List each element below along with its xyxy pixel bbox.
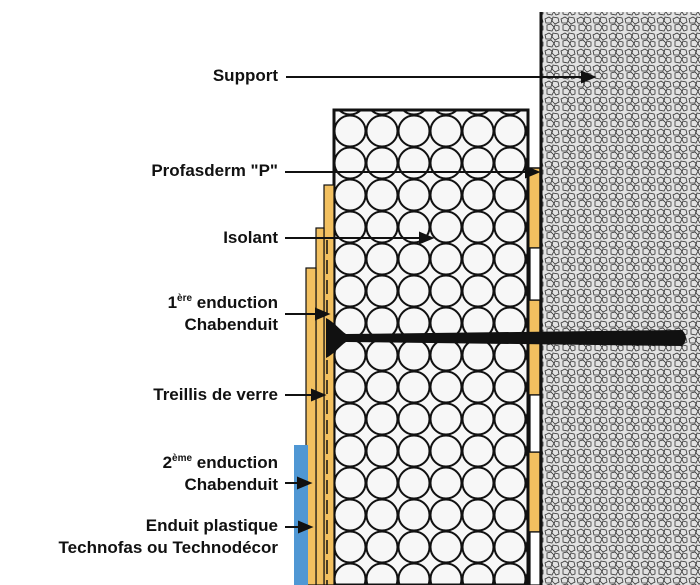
label-isolant: Isolant bbox=[223, 228, 278, 247]
insulation-board bbox=[334, 110, 528, 585]
finish-render-layer bbox=[305, 267, 317, 585]
first-coat-layer bbox=[323, 184, 335, 585]
label-second-coat: 2ème enduction Chabenduit bbox=[163, 452, 278, 496]
label-support: Support bbox=[212, 66, 278, 85]
label-finish-render-line1: Enduit plastique bbox=[145, 516, 278, 535]
profasderm-strips bbox=[527, 167, 541, 533]
label-second-coat-line2: Chabenduit bbox=[184, 475, 279, 494]
label-finish-render-line2: Technofas ou Technodécor bbox=[58, 538, 278, 557]
label-profasderm: Profasderm "P" bbox=[151, 161, 278, 180]
second-coat-layer bbox=[315, 227, 325, 585]
label-first-coat: 1ère enduction Chabenduit bbox=[168, 292, 278, 336]
label-second-coat-line1: 2ème enduction bbox=[162, 453, 278, 472]
finish-render-blue bbox=[294, 445, 308, 585]
support-wall bbox=[540, 12, 700, 585]
label-first-coat-line2: Chabenduit bbox=[184, 315, 279, 334]
profasderm-gaps bbox=[529, 247, 541, 585]
anchor-dowel bbox=[326, 318, 686, 358]
leader-lines bbox=[285, 70, 597, 534]
label-treillis: Treillis de verre bbox=[153, 385, 278, 404]
label-finish-render: Enduit plastique Technofas ou Technodéco… bbox=[59, 515, 278, 559]
label-first-coat-line1: 1ère enduction bbox=[167, 293, 278, 312]
